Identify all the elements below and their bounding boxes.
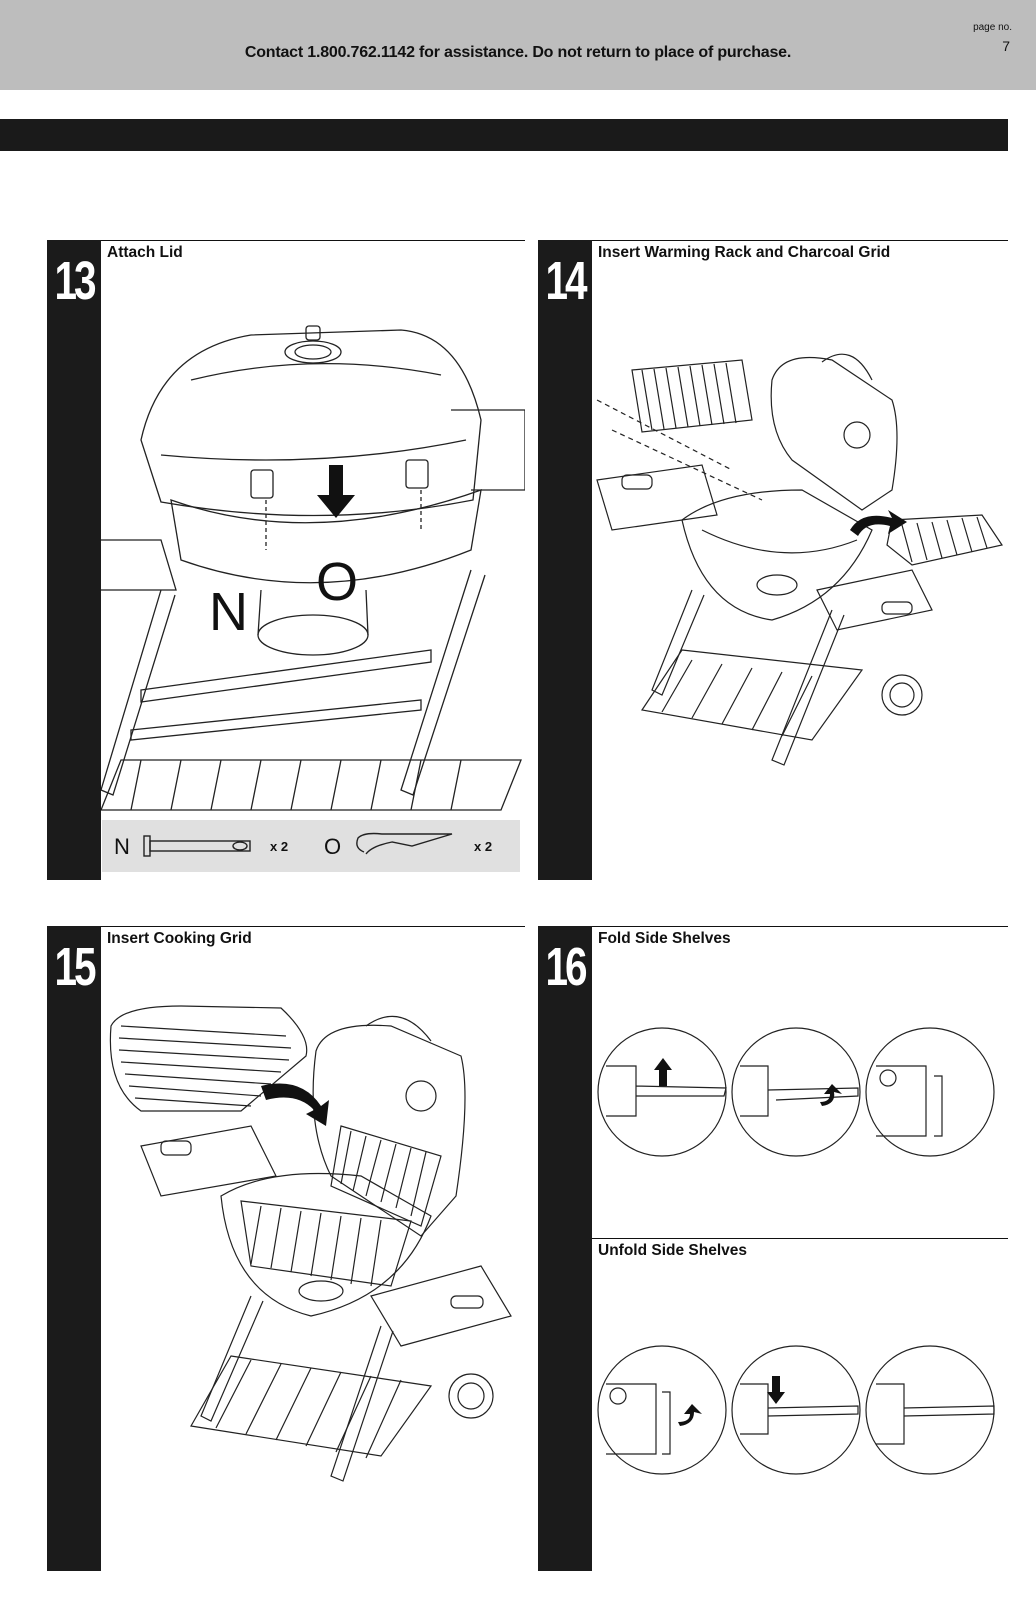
step-number: 14 — [545, 251, 587, 311]
cooking-grid-illustration — [109, 1005, 512, 1482]
curved-arrow-icon — [678, 1404, 702, 1426]
part-n-qty: x 2 — [270, 839, 289, 854]
part-label-n: N — [209, 582, 248, 642]
down-arrow-icon — [317, 465, 355, 518]
step-16: 16 Fold Side Shelves Unfold Side Shelves — [538, 926, 1008, 1571]
curved-arrow-icon — [820, 1084, 842, 1106]
step-number: 16 — [545, 937, 587, 997]
step-rule — [101, 926, 525, 927]
unfold-shelves-illustration — [597, 1345, 995, 1475]
step-number-rail — [47, 240, 101, 880]
curved-arrow-icon — [850, 510, 907, 536]
clip-o-icon — [356, 832, 453, 855]
step-number-rail — [538, 926, 592, 1571]
step-14: 14 Insert Warming Rack and Charcoal Grid — [538, 240, 1008, 880]
step-15: 15 Insert Cooking Grid — [47, 926, 525, 1571]
part-n-label: N — [114, 834, 130, 859]
fold-shelves-illustration — [597, 1027, 995, 1157]
page-number-label: page no. — [973, 22, 1012, 33]
up-arrow-icon — [654, 1058, 672, 1086]
page-number: 7 — [1002, 38, 1010, 54]
step-rule — [592, 926, 1008, 927]
attach-lid-illustration: N O — [101, 325, 525, 811]
pin-n-icon — [143, 835, 251, 857]
step-title: Insert Cooking Grid — [107, 930, 252, 947]
part-o-qty: x 2 — [474, 839, 493, 854]
warming-rack-illustration — [596, 353, 1003, 766]
step-rule — [101, 240, 525, 241]
down-arrow-icon — [767, 1376, 785, 1404]
curved-arrow-icon — [261, 1083, 329, 1126]
part-o-label: O — [324, 834, 342, 859]
header-bar: Contact 1.800.762.1142 for assistance. D… — [0, 0, 1036, 90]
step-number-rail — [47, 926, 101, 1571]
contact-text: Contact 1.800.762.1142 for assistance. D… — [244, 44, 792, 61]
step-number: 13 — [54, 251, 96, 311]
step-13: 13 Attach Lid — [47, 240, 525, 880]
part-label-o: O — [316, 552, 358, 612]
subsection-rule — [592, 1238, 1008, 1239]
subsection-title: Unfold Side Shelves — [598, 1242, 748, 1259]
parts-list: N x 2 O x 2 — [102, 820, 520, 872]
step-title: Fold Side Shelves — [598, 930, 731, 947]
step-number-rail — [538, 240, 592, 880]
step-rule — [592, 240, 1008, 241]
step-title: Insert Warming Rack and Charcoal Grid — [598, 244, 891, 261]
step-number: 15 — [54, 937, 96, 997]
section-bar — [0, 119, 1008, 151]
step-title: Attach Lid — [107, 244, 183, 261]
